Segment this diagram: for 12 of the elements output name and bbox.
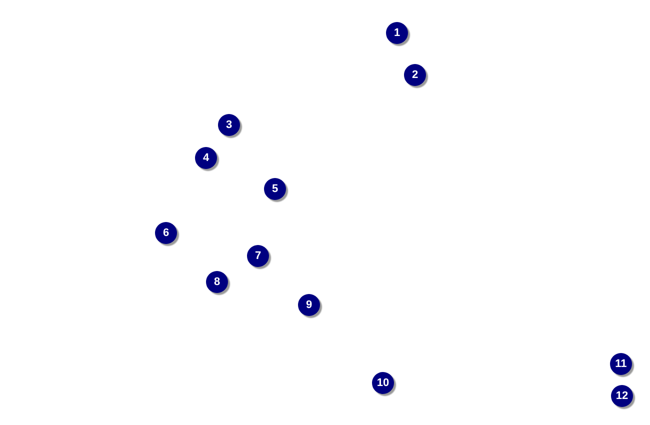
callout-number: 3 xyxy=(218,114,240,136)
callout-number: 9 xyxy=(298,294,320,316)
callout-number: 4 xyxy=(195,147,217,169)
callout-number: 10 xyxy=(372,372,394,394)
callout-number: 7 xyxy=(247,245,269,267)
callout-number: 2 xyxy=(404,64,426,86)
callout-number: 11 xyxy=(610,353,632,375)
callout-number: 6 xyxy=(155,222,177,244)
callout-number: 12 xyxy=(611,385,633,407)
callout-number: 8 xyxy=(206,271,228,293)
callout-number: 1 xyxy=(386,22,408,44)
callout-number: 5 xyxy=(264,178,286,200)
